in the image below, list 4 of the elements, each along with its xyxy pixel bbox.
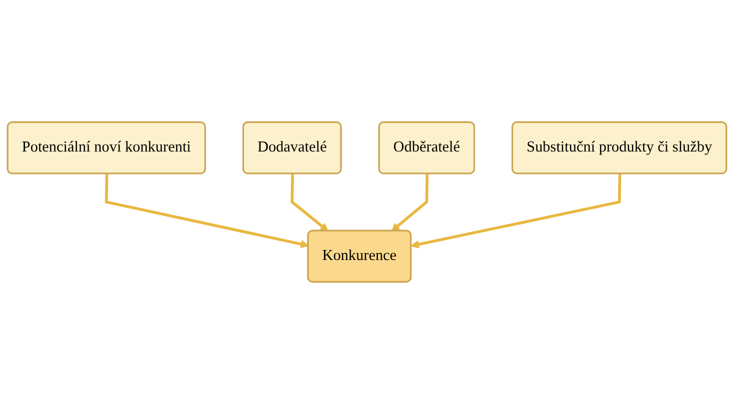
arrow: [410, 174, 622, 248]
arrow: [290, 174, 328, 232]
arrow: [391, 174, 429, 232]
arrow: [104, 174, 309, 248]
